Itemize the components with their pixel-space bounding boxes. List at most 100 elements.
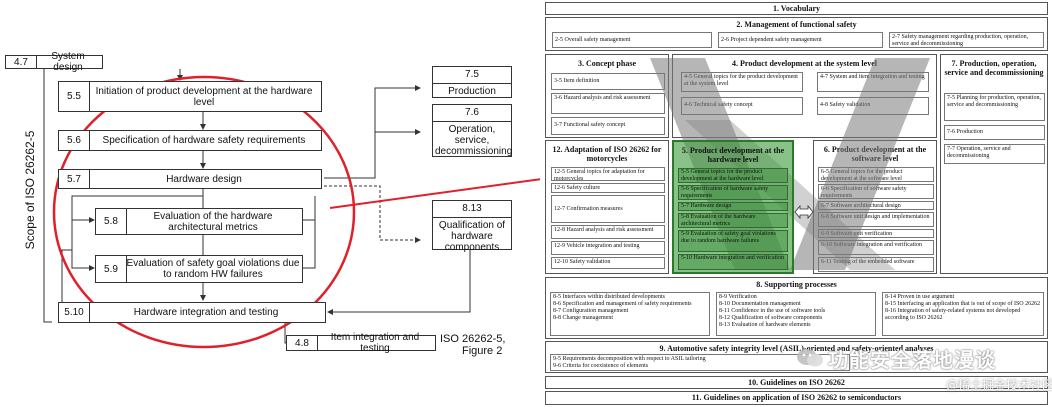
clause: 8-15 Interfacing an application that is … [885, 301, 1041, 307]
step-sg-violations: 5.9 Evaluation of safety goal violations… [95, 255, 303, 283]
part-title: 5. Product development at the hardware l… [681, 146, 785, 164]
clause: 5-6 Specification of hardware safety req… [678, 185, 788, 200]
clause: 12-8 Hazard analysis and risk assessment [551, 225, 665, 239]
clause: 8-6 Specification and management of safe… [553, 301, 692, 307]
figure-ref: ISO 26262-5, Figure 2 [440, 333, 520, 357]
step-hw-integration: 5.10 Hardware integration and testing [58, 302, 326, 323]
supporting-col-1: 8-5 Interfaces within distributed develo… [550, 292, 710, 336]
part-12-motorcycles: 12. Adaptation of ISO 26262 for motorcyc… [545, 140, 669, 274]
clause: 12-5 General topics for adaptation for m… [551, 167, 665, 181]
clause: 12-9 Vehicle integration and testing [551, 241, 665, 255]
clause: 8-13 Evaluation of hardware elements [719, 322, 811, 328]
clause: 8-16 Integration of safety-related syste… [885, 308, 1021, 321]
output-num: 7.5 [433, 67, 511, 84]
supporting-col-3: 8-14 Proven in use argument 8-15 Interfa… [882, 292, 1044, 336]
part-9-asil: 9. Automotive safety integrity level (AS… [545, 341, 1048, 373]
clause: 2-7 Safety management regarding producti… [889, 32, 1044, 48]
clause: 8-14 Proven in use argument [885, 294, 955, 300]
item-integration-label: Item integration and testing [330, 332, 420, 354]
step-label: Initiation of product development at the… [95, 85, 313, 108]
output-qualification: 8.13 Qualification of hardware component… [432, 200, 512, 253]
asil-clauses: 9-5 Requirements decomposition with resp… [550, 354, 850, 371]
part-title: 9. Automotive safety integrity level (AS… [659, 344, 934, 353]
clause: 5-5 General topics for the product devel… [678, 168, 788, 183]
watermark-site: @稀土掘金技术社区 [946, 378, 1052, 392]
part-title: 2. Management of functional safety [736, 20, 857, 29]
output-production: 7.5 Production [432, 66, 512, 98]
clause: 8-8 Change management [553, 315, 613, 321]
clause: 5-7 Hardware design [678, 202, 788, 211]
clause: 3-7 Functional safety concept [551, 117, 665, 135]
part-title: 7. Production, operation, service and de… [944, 59, 1044, 77]
part-5-hardware: 5. Product development at the hardware l… [672, 140, 794, 274]
output-num: 8.13 [433, 201, 511, 218]
step-num: 5.10 [59, 303, 90, 322]
clause: 8-11 Confidence in the use of software t… [719, 308, 826, 314]
step-num: 5.8 [96, 209, 127, 234]
clause: 8-9 Verification [719, 294, 757, 300]
highlight-circle [52, 75, 356, 349]
part-title: 4. Product development at the system lev… [732, 59, 877, 68]
item-integration-box: 4.8 Item integration and testing [286, 332, 436, 354]
step-hw-design: 5.7 Hardware design [58, 169, 322, 189]
clause: 5-10 Hardware integration and verificati… [678, 254, 788, 270]
clause: 3-6 Hazard analysis and risk assessment [551, 93, 665, 114]
clause: 8-7 Configuration management [553, 308, 629, 314]
step-hw-safety-req: 5.6 Specification of hardware safety req… [58, 130, 322, 151]
clause: 7-7 Operation, service and decommissioni… [944, 144, 1045, 164]
step-label: Specification of hardware safety require… [102, 135, 306, 146]
system-design-box: 4.7 System design [5, 51, 103, 73]
watermark-title: 功能安全落地漫谈 [828, 348, 996, 372]
clause: 12-7 Confirmation measures [551, 195, 665, 223]
wechat-logo-icon [795, 346, 825, 368]
part-title: 8. Supporting processes [756, 280, 837, 289]
figure-ref-line1: ISO 26262-5, [440, 333, 506, 345]
clause: 2-5 Overall safety management [552, 32, 712, 48]
step-num: 5.6 [59, 131, 90, 150]
part-10-guidelines: 10. Guidelines on ISO 26262 [545, 376, 1048, 389]
part-8-supporting: 8. Supporting processes 8-5 Interfaces w… [545, 277, 1048, 339]
step-arch-metrics: 5.8 Evaluation of the hardware architect… [95, 208, 303, 235]
clause: 9-6 Criteria for coexistence of elements [553, 363, 649, 369]
output-label: Production [448, 86, 496, 97]
step-label: Hardware integration and testing [133, 307, 279, 318]
scope-label: Scope of ISO 26262-5 [23, 130, 37, 250]
flow-connectors [43, 66, 540, 349]
part-7-production: 7. Production, operation, service and de… [940, 54, 1048, 274]
output-label: Qualification of hardware components [438, 220, 506, 253]
part-11-semiconductors: 11. Guidelines on application of ISO 262… [545, 391, 1048, 405]
item-integration-num: 4.8 [287, 336, 318, 350]
part-2-management: 2. Management of functional safety 2-5 O… [545, 17, 1048, 51]
step-num: 5.7 [59, 170, 90, 188]
v-model-shape [650, 58, 930, 270]
part-3-concept: 3. Concept phase 3-5 Item definition 3-6… [545, 54, 669, 138]
output-num: 7.6 [433, 105, 511, 122]
step-num: 5.5 [59, 82, 90, 111]
step-num: 5.9 [96, 256, 127, 282]
clause: 12-10 Safety validation [551, 257, 665, 269]
system-design-num: 4.7 [6, 56, 37, 68]
step-label: Hardware design [166, 173, 242, 185]
figure-ref-line2: Figure 2 [462, 345, 503, 357]
clause: 7-5 Planning for production, operation, … [944, 93, 1045, 121]
clause: 5-8 Evaluation of the hardware architect… [678, 213, 788, 228]
step-initiation: 5.5 Initiation of product development at… [58, 81, 322, 112]
clause: 5-9 Evaluation of safety goal violations… [678, 230, 788, 252]
output-label: Operation, service, decommissioning [435, 124, 513, 157]
clause: 9-5 Requirements decomposition with resp… [553, 356, 706, 362]
step-label: Evaluation of safety goal violations due… [126, 258, 300, 280]
clause: 8-5 Interfaces within distributed develo… [553, 294, 665, 300]
step-label: Evaluation of the hardware architectural… [153, 210, 273, 233]
clause: 2-6 Project dependent safety management [718, 32, 883, 48]
part-title: 12. Adaptation of ISO 26262 for motorcyc… [552, 145, 662, 163]
clause: 8-12 Qualification of software component… [719, 315, 823, 321]
clause: 7-6 Production [944, 125, 1045, 140]
hw-sw-double-arrow-icon [794, 204, 814, 220]
clause: 8-10 Documentation management [719, 301, 801, 307]
scope-label-wrap: Scope of ISO 26262-5 [22, 90, 38, 290]
clause: 12-6 Safety culture [551, 183, 665, 193]
part-1-vocabulary: 1. Vocabulary [545, 2, 1048, 15]
supporting-col-2: 8-9 Verification 8-10 Documentation mana… [716, 292, 876, 336]
clause: 3-5 Item definition [551, 73, 665, 90]
part-title: 3. Concept phase [577, 59, 636, 68]
